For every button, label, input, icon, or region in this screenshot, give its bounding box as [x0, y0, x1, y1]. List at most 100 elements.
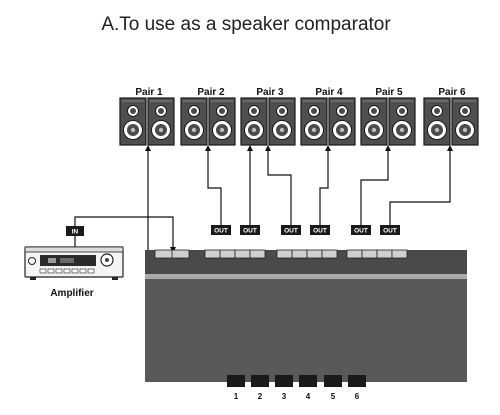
speaker-woofer-cap	[279, 127, 285, 133]
speaker-top-trim	[243, 100, 265, 102]
speaker-cabinet	[360, 97, 388, 146]
speaker-tweeter-core	[311, 108, 317, 114]
selector-button-6[interactable]	[348, 375, 366, 387]
wire-amplifier-in	[74, 216, 176, 253]
switch-output-terminals-c	[346, 249, 408, 259]
out-tag-6-label: OUT	[383, 228, 397, 235]
speaker-cabinet	[268, 97, 296, 146]
speaker-woofer-cap	[251, 127, 257, 133]
speaker-tweeter-core	[158, 108, 164, 114]
switch-front-panel	[145, 279, 467, 382]
selector-button-label: 2	[258, 392, 263, 401]
speaker-woofer-cap	[339, 127, 345, 133]
speaker-tweeter-core	[219, 108, 225, 114]
speaker-tweeter-core	[279, 108, 285, 114]
speaker-woofer-cap	[191, 127, 197, 133]
out-tag-5-box	[351, 225, 371, 235]
in-tag-label: IN	[72, 229, 79, 236]
speaker-cabinet	[180, 97, 208, 146]
selector-button-4[interactable]	[299, 375, 317, 387]
amplifier-buttons	[39, 268, 95, 274]
amplifier-display-segment	[48, 258, 56, 263]
speaker-cabinet	[208, 97, 236, 146]
speaker-cabinet	[451, 97, 479, 146]
out-tag-2-box	[240, 225, 260, 235]
speaker-tweeter-core	[130, 108, 136, 114]
speaker-cabinet	[119, 97, 147, 146]
amplifier-label: Amplifier	[50, 288, 93, 299]
pair-4-label: Pair 4	[315, 87, 343, 98]
pair-2-label: Pair 2	[197, 87, 225, 98]
pair-1-label: Pair 1	[135, 87, 163, 98]
wire-pair-6	[389, 145, 453, 234]
in-tag-box	[66, 226, 84, 236]
amplifier-top-strip	[24, 246, 124, 253]
amplifier-display-segment	[60, 258, 74, 263]
speaker-top-trim	[183, 100, 205, 102]
out-tag-1-box	[211, 225, 231, 235]
selector-button-1[interactable]	[227, 375, 245, 387]
selector-button-2[interactable]	[251, 375, 269, 387]
speaker-top-trim	[122, 100, 144, 102]
out-tag-3-label: OUT	[284, 228, 298, 235]
out-tag-2-label: OUT	[243, 228, 257, 235]
selector-button-label: 5	[331, 392, 336, 401]
speaker-tweeter-core	[371, 108, 377, 114]
speaker-top-trim	[271, 100, 293, 102]
speaker-tweeter-core	[462, 108, 468, 114]
speaker-tweeter-core	[191, 108, 197, 114]
speaker-cabinet	[147, 97, 175, 146]
speaker-cabinet	[240, 97, 268, 146]
amplifier-knob-center	[105, 258, 109, 262]
wire-pair-2-a	[205, 145, 222, 234]
speaker-top-trim	[303, 100, 325, 102]
speaker-woofer-cap	[371, 127, 377, 133]
wire-pair-4	[319, 145, 331, 234]
out-tags: OUT OUT OUT OUT OUT OUT	[211, 225, 400, 235]
speaker-pairs	[119, 97, 479, 146]
speaker-woofer-cap	[399, 127, 405, 133]
speaker-tweeter-core	[434, 108, 440, 114]
speaker-cabinet	[423, 97, 451, 146]
amplifier-foot-right	[112, 277, 118, 280]
speaker-woofer-cap	[130, 127, 136, 133]
out-tag-6-box	[380, 225, 400, 235]
speaker-tweeter-core	[339, 108, 345, 114]
speaker-woofer-cap	[434, 127, 440, 133]
out-tag-4-box	[310, 225, 330, 235]
switch-output-terminals-a	[204, 249, 266, 259]
switch-input-terminal	[154, 249, 190, 259]
speaker-top-trim	[331, 100, 353, 102]
connection-wires	[74, 145, 453, 253]
speaker-cabinet	[388, 97, 416, 146]
speaker-woofer-cap	[158, 127, 164, 133]
speaker-woofer-cap	[462, 127, 468, 133]
selector-button-label: 6	[355, 392, 360, 401]
speaker-top-trim	[150, 100, 172, 102]
pair-6-label: Pair 6	[438, 87, 466, 98]
out-tag-5-label: OUT	[354, 228, 368, 235]
out-tag-4-label: OUT	[313, 228, 327, 235]
pair-labels: Pair 1 Pair 2 Pair 3 Pair 4 Pair 5 Pair …	[135, 87, 466, 98]
pair-5-label: Pair 5	[375, 87, 403, 98]
speaker-tweeter-core	[399, 108, 405, 114]
pair-3-label: Pair 3	[256, 87, 284, 98]
amplifier-foot-left	[30, 277, 36, 280]
speaker-top-trim	[363, 100, 385, 102]
selector-button-label: 3	[282, 392, 287, 401]
speaker-tweeter-core	[251, 108, 257, 114]
speaker-woofer-cap	[311, 127, 317, 133]
selector-button-5[interactable]	[324, 375, 342, 387]
speaker-top-trim	[426, 100, 448, 102]
wire-pair-3	[265, 145, 292, 234]
selector-button-3[interactable]	[275, 375, 293, 387]
diagram-title: A.To use as a speaker comparator	[101, 14, 391, 35]
speaker-cabinet	[300, 97, 328, 146]
amplifier-knob-left	[28, 257, 36, 265]
wire-pair-5	[360, 145, 391, 234]
speaker-switch-box	[145, 249, 467, 382]
speaker-cabinet	[328, 97, 356, 146]
selector-button-label: 4	[306, 392, 311, 401]
